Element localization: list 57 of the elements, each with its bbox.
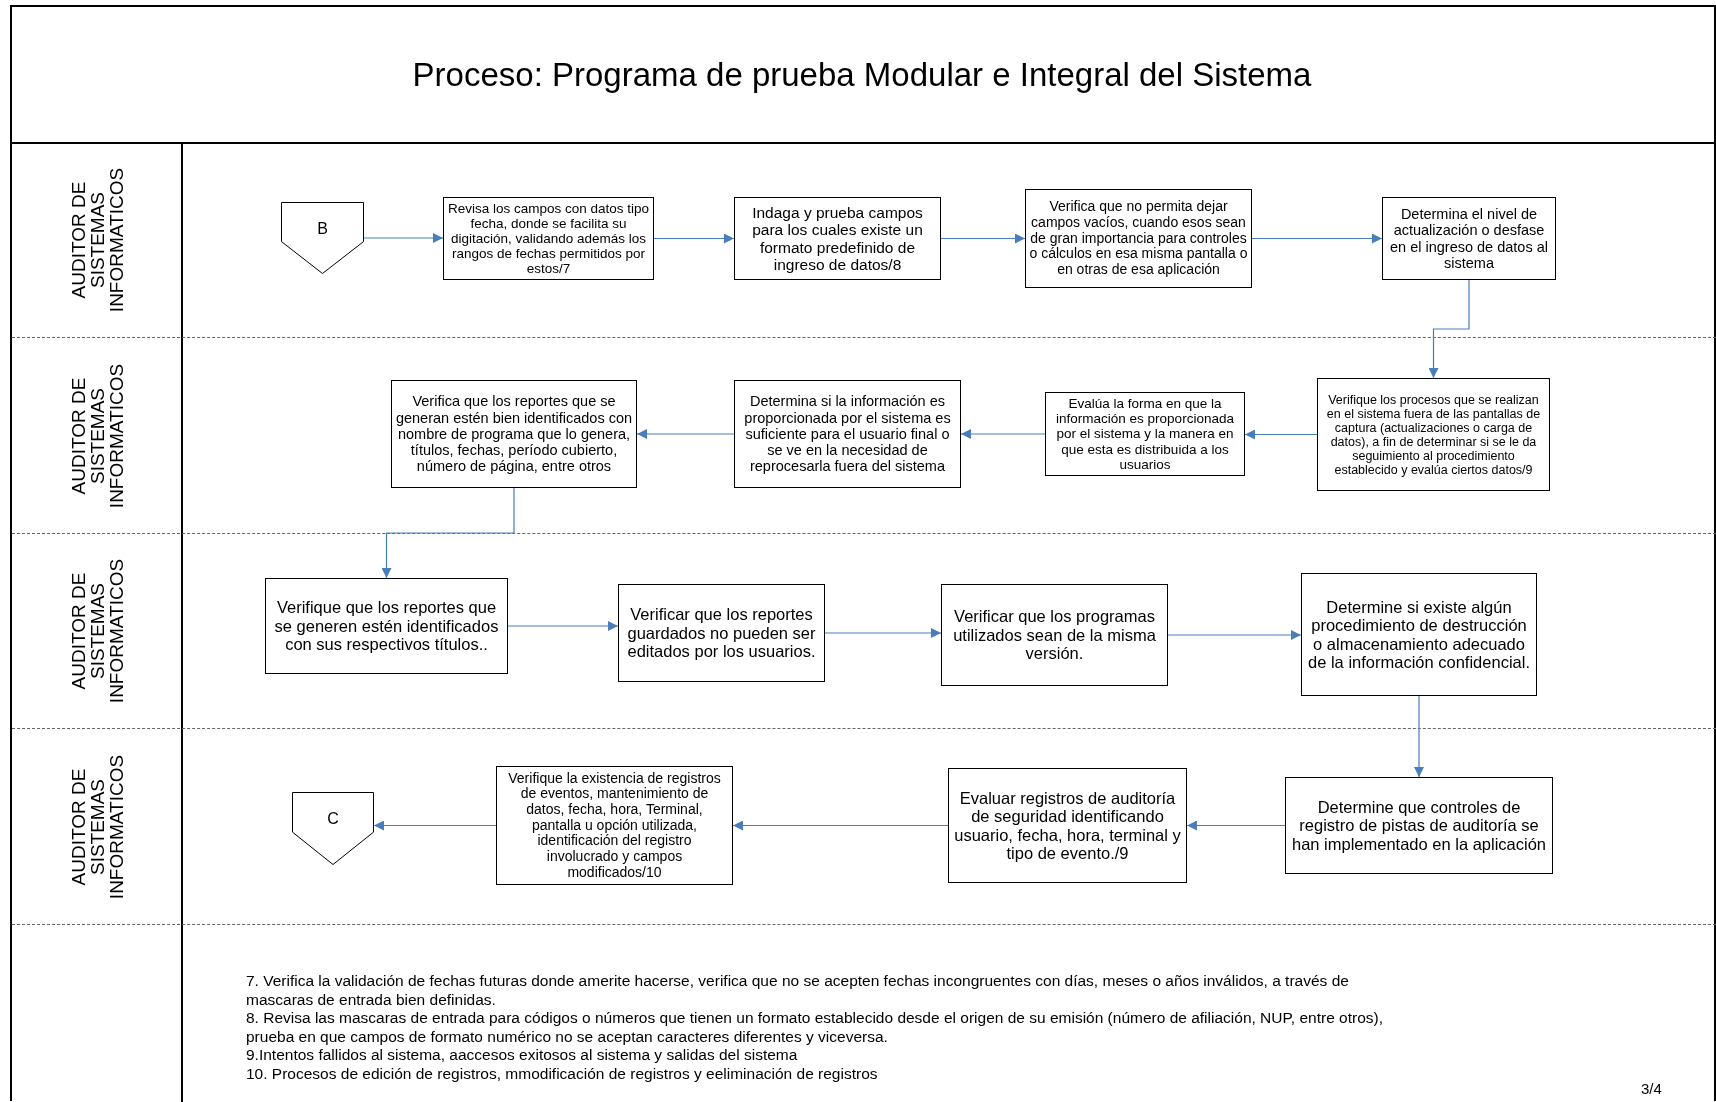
flow-arrow [1414, 695, 1424, 778]
process-box [734, 197, 941, 280]
process-box [391, 380, 637, 488]
process-text: Determine que controles de registro de pistas de auditoría se han implementado en la aplicación [1290, 797, 1548, 854]
process-box [618, 584, 825, 682]
process-text: Indaga y prueba campos para los cuales existe un formato predefinido de ingreso de datos/8 [751, 203, 924, 274]
flow-arrow [1167, 630, 1302, 640]
process-text: Verifique que los reportes que se generen estén identificados con sus respectivos títulos.. [273, 598, 500, 654]
process-text: Revisa los campos con datos tipo fecha, donde se facilita su digitación, validando además los rangos de fechas permitidos por estos/7 [447, 200, 650, 277]
flow-arrow [653, 233, 735, 244]
diagram-title: Proceso: Programa de prueba Modular e Integral del Sistema [412, 56, 1312, 94]
flow-arrow [824, 628, 942, 638]
process-box [1045, 392, 1245, 476]
process-box [1025, 189, 1252, 288]
flow-arrow [1251, 233, 1383, 244]
process-text: Verificar que los programas utilizados sean de la misma versión. [952, 607, 1157, 663]
flow-arrow [636, 429, 735, 439]
process-box [734, 380, 961, 488]
connector-label: C [326, 810, 340, 828]
process-box [948, 768, 1187, 883]
flow-arrow [1186, 820, 1286, 831]
process-text: Determina si la información es proporcionada por el sistema es suficiente para el usuario final o se ve en la necesidad de reprocesarla fuera del sistema [743, 393, 952, 475]
process-box [1382, 197, 1556, 280]
flow-arrow [1244, 429, 1318, 440]
process-text: Verifica que los reportes que se generan estén bien identificados con nombre de programa que lo genera, títulos, fechas, período cubierto, número de página, entre otros [395, 393, 633, 475]
footnote: 8. Revisa las mascaras de entrada para códigos o números que tienen un formato establecido desde el origen de su emisión (número de afiliación, NUP, entre otros), prueba en que campos de formato numérico no se aceptan caracteres diferentes y viceversa. [246, 1009, 1385, 1047]
process-box [941, 584, 1168, 686]
flow-arrow [940, 233, 1026, 244]
connector-label: B [316, 220, 329, 238]
footnote: 7. Verifica la validación de fechas futuras donde amerite hacerse, verifica que no se acepten fechas incongruentes con días, meses o años inválidos, a través de mascaras de entrada bien definidas. [246, 972, 1350, 1010]
lane-label: AUDITOR DE SISTEMAS INFORMATICOS [68, 557, 126, 706]
footnote: 10. Procesos de edición de registros, mmodificación de registros y eeliminación de registros [246, 1064, 879, 1084]
footnote: 9.Intentos fallidos al sistema, aaccesos exitosos al sistema y salidas del sistema [246, 1046, 799, 1065]
process-box [265, 578, 508, 674]
process-text: Verifica que no permita dejar campos vacíos, cuando esos sean de gran importancia para controles o cálculos en esa misma pantalla o en otras de esa aplicación [1029, 199, 1248, 278]
process-box [1301, 573, 1537, 696]
process-text: Evaluar registros de auditoría de seguridad identificando usuario, fecha, hora, terminal y tipo de evento./9 [953, 788, 1182, 863]
process-box [1317, 378, 1550, 491]
flow-arrow [507, 621, 619, 631]
process-box [1285, 777, 1553, 874]
process-box [496, 766, 733, 885]
process-text: Verificar que los reportes guardados no pueden ser editados por los usuarios. [626, 605, 817, 661]
lane-label: AUDITOR DE SISTEMAS INFORMATICOS [68, 166, 126, 315]
flow-arrow [1428, 279, 1470, 379]
process-text: Evalúa la forma en que la información es proporcionada por el sistema y la manera en que esta es distribuida a los usuarios [1055, 396, 1235, 472]
flow-arrow [732, 820, 949, 831]
process-text: Determina el nivel de actualización o desfase en el ingreso de datos al sistema [1389, 206, 1549, 271]
flow-arrow [363, 233, 444, 243]
flow-arrow [381, 487, 515, 579]
flow-arrow [960, 429, 1046, 439]
process-text: Verifique la existencia de registros de eventos, mantenimiento de datos, fecha, hora, Terminal, pantalla u opción utilizada, identificación del registro involucrado y campos modificados/10 [507, 770, 722, 881]
lane-label: AUDITOR DE SISTEMAS INFORMATICOS [68, 362, 126, 510]
process-text: Verifique los procesos que se realizan en el sistema fuera de las pantallas de captura (actualizaciones o carga de datos), a fin de determinar si se le da seguimiento al procedimiento establecido y evalúa ciertos datos/9 [1325, 392, 1542, 477]
process-text: Determine si existe algún procedimiento de destrucción o almacenamiento adecuado de la información confidencial. [1307, 597, 1531, 672]
flow-arrow [373, 820, 497, 831]
lane-label: AUDITOR DE SISTEMAS INFORMATICOS [68, 753, 126, 901]
page-number: 3/4 [1641, 1080, 1662, 1097]
